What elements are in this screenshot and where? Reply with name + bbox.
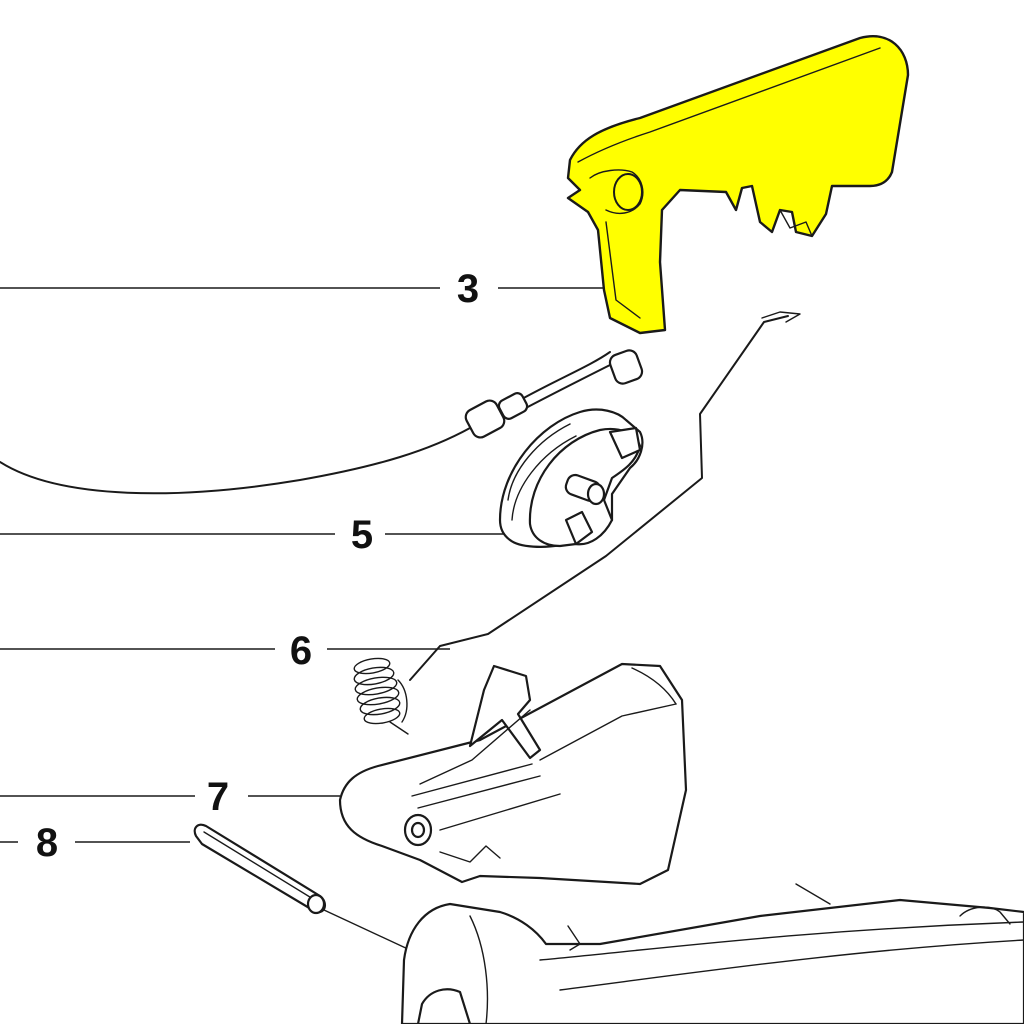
handle-edge-1 xyxy=(539,921,1024,961)
part-7-housing[interactable] xyxy=(338,662,688,886)
cam-tab xyxy=(564,510,594,546)
lever-rear-tab xyxy=(779,209,813,237)
pin-end xyxy=(306,893,326,915)
spring-rod xyxy=(409,315,789,681)
lever-pivot xyxy=(613,173,643,211)
cam-rim-1 xyxy=(507,423,571,501)
cable-end-nipple xyxy=(608,349,644,385)
housing-rim xyxy=(631,667,677,705)
pin-edge xyxy=(203,831,319,903)
housing-inner-wall xyxy=(539,703,677,761)
callout-6: 6 xyxy=(290,629,312,673)
housing-rail-1 xyxy=(411,763,533,797)
housing-clip xyxy=(468,664,542,760)
housing-rail-2 xyxy=(417,775,541,809)
handle-shell xyxy=(400,898,1024,1024)
callout-labels: 3 5 6 7 8 xyxy=(36,267,479,865)
spring-coil xyxy=(353,657,409,735)
handle-slot xyxy=(567,925,581,951)
bowden-cable xyxy=(0,349,644,495)
cable-inner-wire-2 xyxy=(521,359,621,411)
cable-outer xyxy=(0,427,471,495)
pin-axis-line xyxy=(323,909,411,951)
callout-7: 7 xyxy=(207,775,229,819)
housing-rib xyxy=(419,709,531,785)
lever-finger-edge xyxy=(605,221,641,319)
part-5-cam[interactable] xyxy=(498,408,644,548)
callout-3: 3 xyxy=(457,267,479,311)
cable-sleeve xyxy=(497,392,529,420)
cam-notch xyxy=(608,426,642,460)
handle-edge-2 xyxy=(559,939,1024,991)
handle-rear-pin xyxy=(959,906,1011,925)
cam-pin-head xyxy=(586,482,606,506)
part-8-pin[interactable] xyxy=(193,823,411,951)
housing-pivot-bore xyxy=(410,821,426,839)
handle-mark-line xyxy=(795,883,831,905)
handle-body xyxy=(400,883,1024,1024)
leader-lines xyxy=(0,287,605,843)
part-6-spring[interactable] xyxy=(353,311,801,735)
spring-rod-hook xyxy=(761,311,801,323)
cam-rim-2 xyxy=(511,435,577,521)
lever-top-edge xyxy=(577,47,881,163)
callout-5: 5 xyxy=(351,513,373,557)
lever-body xyxy=(566,35,910,335)
housing-lower-tab xyxy=(439,845,501,863)
handle-front-face xyxy=(469,915,489,1024)
cable-inner-wire xyxy=(519,351,611,401)
housing-rail-3 xyxy=(439,793,561,831)
handle-boss xyxy=(416,988,472,1024)
callout-8: 8 xyxy=(36,821,58,865)
part-3-lever[interactable] xyxy=(566,35,910,335)
